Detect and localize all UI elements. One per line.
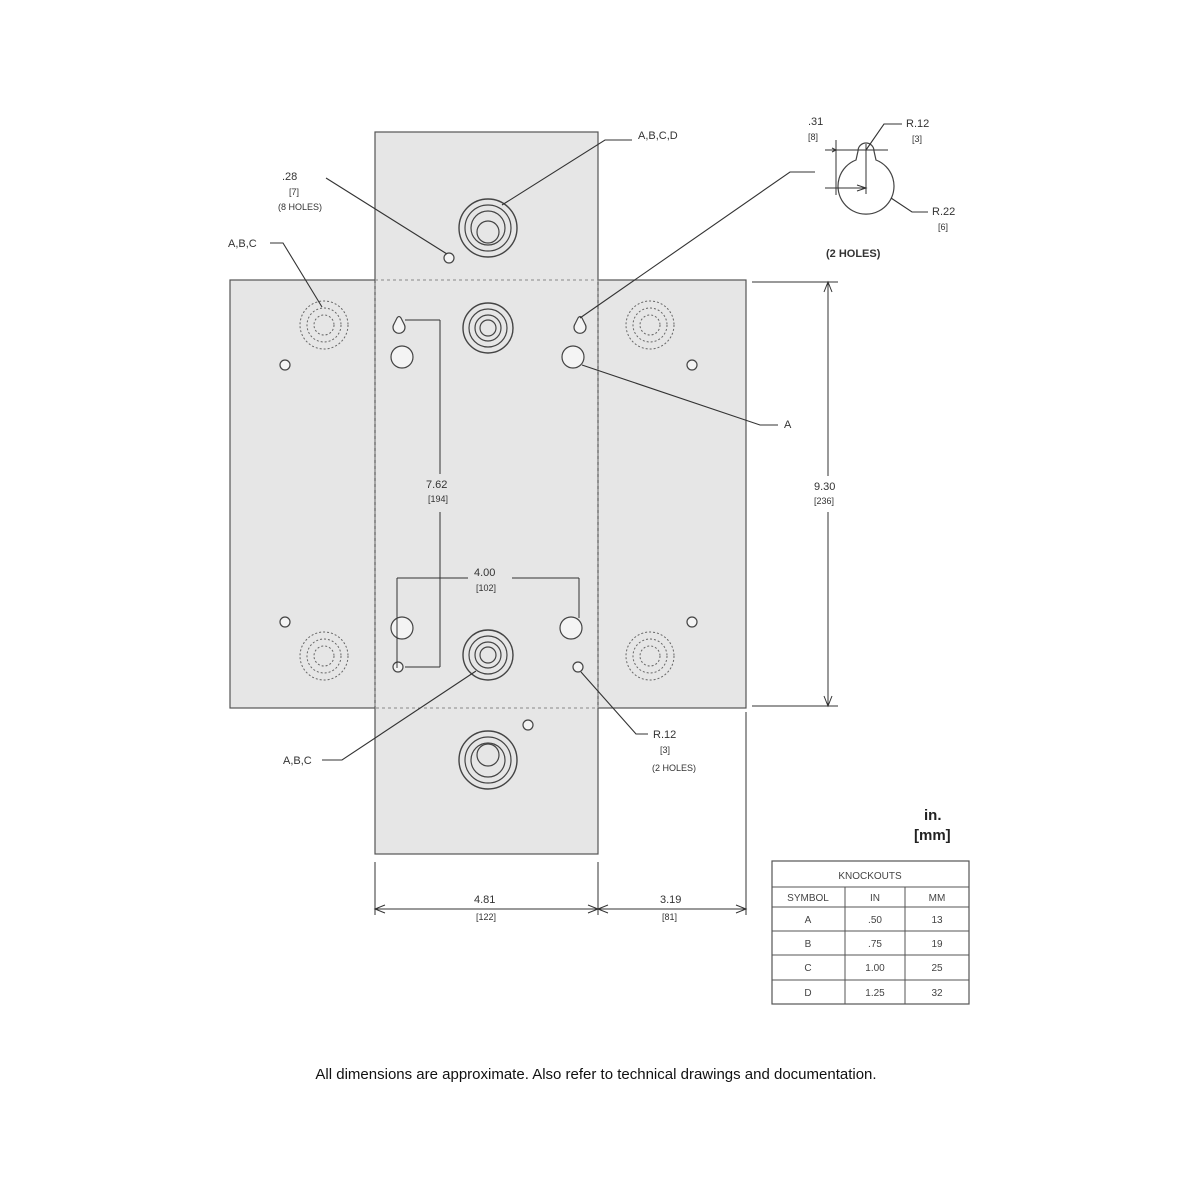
footer-note: All dimensions are approximate. Also ref…	[315, 1066, 876, 1083]
leader-left-knockouts	[270, 242, 323, 308]
knockout-top	[458, 198, 518, 258]
table-title: KNOCKOUTS	[838, 871, 902, 882]
knockout-bottom	[458, 730, 518, 790]
knockouts-table	[771, 860, 970, 1005]
leader-keyhole	[579, 171, 815, 319]
table-cell: 19	[931, 939, 943, 950]
table-cell: 13	[931, 915, 943, 926]
dim-481-mm: [122]	[476, 912, 496, 922]
table-cell: B	[805, 939, 812, 950]
callout-left-knockouts: A,B,C	[228, 238, 257, 250]
callout-bottom-knockouts: A,B,C	[283, 755, 312, 767]
callout-top-knockout: A,B,C,D	[638, 130, 678, 142]
table-cell: A	[805, 915, 812, 926]
dim-bottom-lines	[373, 712, 748, 915]
leader-hole-a	[581, 364, 778, 426]
dim-930-lines	[752, 280, 838, 708]
table-header-symbol: SYMBOL	[787, 893, 829, 904]
table-cell: D	[804, 988, 811, 999]
leader-top-knockout	[501, 139, 632, 206]
holes-r12-bottom	[392, 661, 584, 673]
table-cell: 32	[931, 988, 943, 999]
knockout-upper-center	[462, 302, 514, 354]
table-cell: .50	[868, 915, 882, 926]
keyhole-right	[573, 315, 587, 334]
leader-bottom-knockouts	[322, 670, 477, 761]
detail-qty: (2 HOLES)	[826, 248, 881, 260]
dim-400-lines	[396, 577, 580, 668]
detail-031-in: .31	[808, 116, 823, 128]
dim-762-in: 7.62	[426, 479, 447, 491]
callout-hole-28-qty: (8 HOLES)	[278, 202, 322, 212]
leader-bottom-r12	[580, 671, 648, 735]
dim-930-mm: [236]	[814, 496, 834, 506]
table-cell: 1.00	[865, 963, 885, 974]
table-cell: 25	[931, 963, 943, 974]
dim-481-in: 4.81	[474, 894, 495, 906]
small-holes	[279, 252, 698, 731]
callout-bottom-r12-qty: (2 HOLES)	[652, 763, 696, 773]
detail-r22-in: R.22	[932, 206, 955, 218]
dim-762-mm: [194]	[428, 494, 448, 504]
detail-r12-in: R.12	[906, 118, 929, 130]
detail-r22-mm: [6]	[938, 222, 948, 232]
knockout-right-lower	[625, 631, 675, 681]
dim-319-in: 3.19	[660, 894, 681, 906]
dim-319-mm: [81]	[662, 912, 677, 922]
callout-hole-28-in: .28	[282, 171, 297, 183]
dim-400-in: 4.00	[474, 567, 495, 579]
table-header-in: IN	[870, 893, 880, 904]
detail-031-mm: [8]	[808, 132, 818, 142]
knockout-left-lower	[299, 631, 349, 681]
leader-hole-28	[325, 177, 448, 255]
keyhole-detail	[825, 123, 928, 215]
knockout-right-upper	[625, 300, 675, 350]
keyhole-left	[392, 315, 406, 334]
dim-930-in: 9.30	[814, 481, 835, 493]
knockout-lower-center	[462, 629, 514, 681]
callout-bottom-r12-mm: [3]	[660, 745, 670, 755]
detail-r12-mm: [3]	[912, 134, 922, 144]
table-cell: 1.25	[865, 988, 885, 999]
table-cell: .75	[868, 939, 882, 950]
dim-400-mm: [102]	[476, 583, 496, 593]
table-header-mm: MM	[929, 893, 946, 904]
knockout-left-upper	[299, 300, 349, 350]
unit-mm: [mm]	[914, 827, 951, 844]
callout-bottom-r12-in: R.12	[653, 729, 676, 741]
callout-hole-28-mm: [7]	[289, 187, 299, 197]
callout-hole-a: A	[784, 419, 792, 431]
overlap-outline	[374, 279, 599, 709]
unit-inch: in.	[924, 807, 942, 824]
table-cell: C	[804, 963, 811, 974]
dim-762-lines	[405, 319, 441, 668]
